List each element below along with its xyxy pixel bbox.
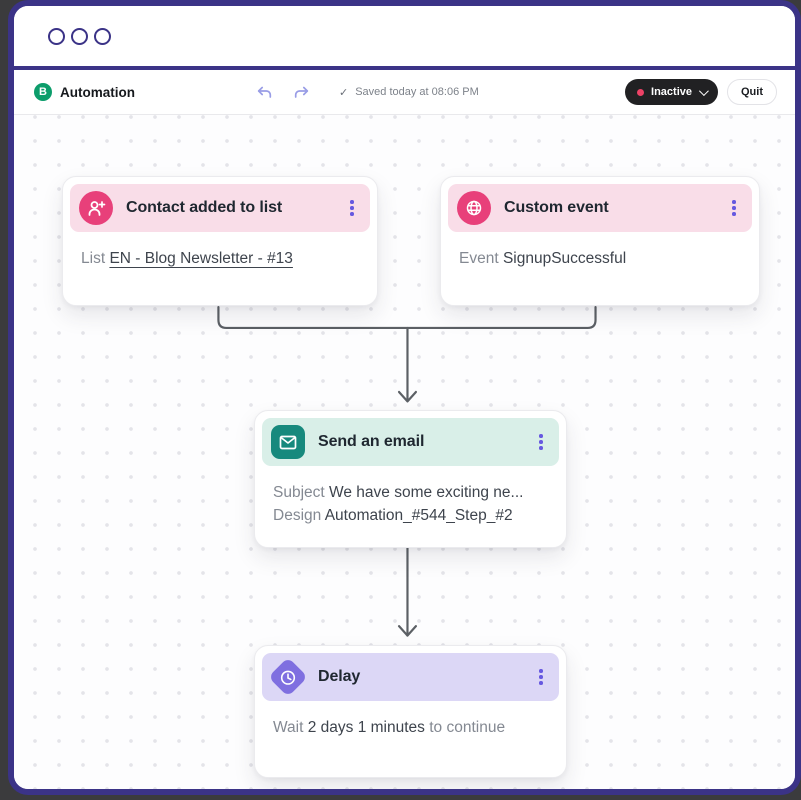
list-link[interactable]: EN - Blog Newsletter - #13 xyxy=(109,250,293,267)
node-title: Custom event xyxy=(504,199,609,216)
history-controls xyxy=(255,84,311,101)
node-send-an-email[interactable]: Send an email Subject We have some excit… xyxy=(254,410,567,548)
toolbar-right: Inactive Quit xyxy=(625,79,777,105)
field-suffix: to continue xyxy=(429,719,506,736)
titlebar-divider xyxy=(14,66,795,70)
save-status-text: Saved today at 08:06 PM xyxy=(355,86,479,98)
connector-merge xyxy=(217,306,597,330)
window-titlebar xyxy=(14,6,795,66)
undo-icon[interactable] xyxy=(255,84,274,101)
app-window: B Automation ✓ Saved today at 08:06 PM xyxy=(8,0,801,795)
redo-icon[interactable] xyxy=(292,84,311,101)
node-body: List EN - Blog Newsletter - #13 xyxy=(70,232,370,280)
node-header: Send an email xyxy=(262,418,559,466)
arrowhead-icon xyxy=(397,390,418,403)
node-title: Delay xyxy=(318,668,361,685)
clock-icon xyxy=(268,657,308,697)
kebab-menu-icon[interactable] xyxy=(533,665,549,689)
window-control-dot[interactable] xyxy=(71,27,88,45)
node-body: Event SignupSuccessful xyxy=(448,232,752,280)
chevron-down-icon xyxy=(698,85,709,96)
node-title: Send an email xyxy=(318,433,425,450)
kebab-menu-icon[interactable] xyxy=(344,196,360,220)
status-dropdown[interactable]: Inactive xyxy=(625,79,718,105)
field-label: Subject xyxy=(273,484,325,501)
field-value: Automation_#544_Step_#2 xyxy=(324,507,513,525)
node-body: Wait 2 days 1 minutes to continue xyxy=(262,701,559,749)
node-title: Contact added to list xyxy=(126,199,283,216)
person-plus-icon xyxy=(79,191,113,225)
window-control-dot[interactable] xyxy=(48,27,65,45)
check-icon: ✓ xyxy=(339,86,349,99)
field-value: We have some exciting ne... xyxy=(329,484,524,501)
toolbar: B Automation ✓ Saved today at 08:06 PM xyxy=(14,70,795,115)
quit-button[interactable]: Quit xyxy=(727,79,777,105)
arrowhead-icon xyxy=(397,625,418,637)
globe-icon xyxy=(457,191,491,225)
window-control-dot[interactable] xyxy=(94,27,111,45)
status-dot-icon xyxy=(637,88,645,96)
field-value: 2 days 1 minutes xyxy=(307,719,425,736)
save-status: ✓ Saved today at 08:06 PM xyxy=(339,86,479,99)
kebab-menu-icon[interactable] xyxy=(533,430,549,454)
brand: B Automation xyxy=(34,83,135,101)
envelope-icon xyxy=(271,425,305,459)
node-custom-event[interactable]: Custom event Event SignupSuccessful xyxy=(440,176,760,306)
status-label: Inactive xyxy=(651,86,692,98)
node-header: Custom event xyxy=(448,184,752,232)
node-body: Subject We have some exciting ne... Desi… xyxy=(262,466,559,538)
field-label: List xyxy=(81,250,106,267)
node-header: Delay xyxy=(262,653,559,701)
node-delay[interactable]: Delay Wait 2 days 1 minutes to continue xyxy=(254,645,567,778)
field-label: Design xyxy=(273,507,322,525)
field-label: Wait xyxy=(273,719,304,736)
workflow-canvas: Contact added to list List EN - Blog New… xyxy=(14,115,795,789)
page-title: Automation xyxy=(60,84,135,100)
kebab-menu-icon[interactable] xyxy=(726,196,742,220)
node-contact-added-to-list[interactable]: Contact added to list List EN - Blog New… xyxy=(62,176,378,306)
node-header: Contact added to list xyxy=(70,184,370,232)
field-value: SignupSuccessful xyxy=(502,250,627,267)
brevo-logo-icon: B xyxy=(34,83,52,101)
field-label: Event xyxy=(459,250,499,267)
